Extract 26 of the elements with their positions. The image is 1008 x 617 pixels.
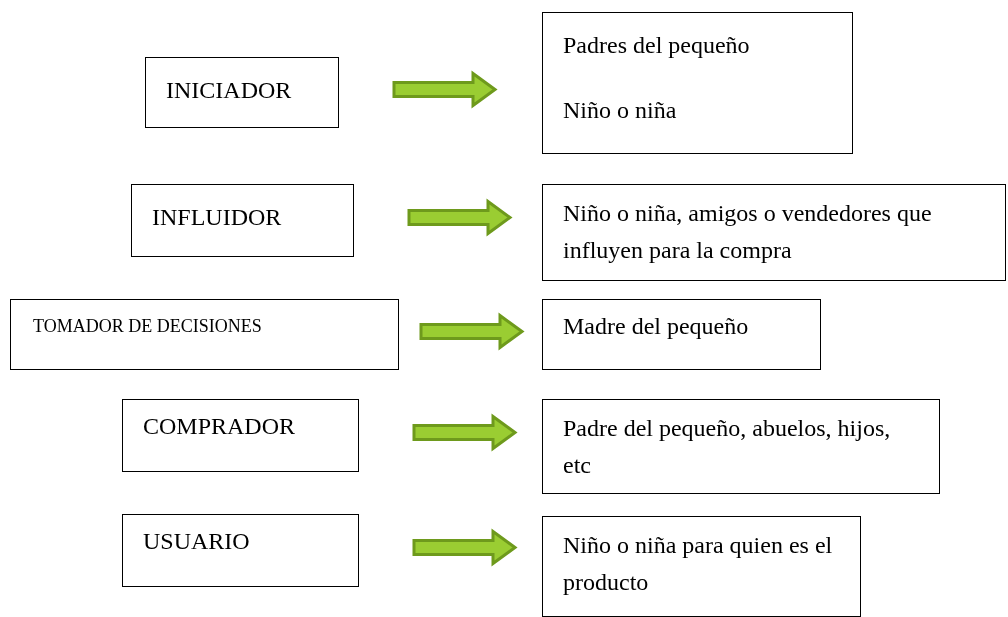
node-text: USUARIO: [143, 527, 251, 556]
node-text: TOMADOR DE DECISIONES: [33, 315, 263, 338]
node-text: Padre del pequeño, abuelos, hijos, etc: [563, 414, 892, 480]
text-box: [10, 299, 399, 370]
node-text: Niño o niña para quien es el producto: [563, 531, 833, 597]
text-box: [542, 516, 861, 617]
text-box: [145, 57, 339, 128]
node-text: Niño o niña: [563, 96, 678, 125]
text-box: [122, 514, 359, 587]
text-box: [542, 299, 821, 370]
block-arrow: [392, 70, 498, 109]
text-box: [542, 184, 1006, 281]
text-box: [542, 12, 853, 154]
text-box: [131, 184, 354, 257]
node-text: INICIADOR: [166, 76, 293, 105]
text-box: [122, 399, 359, 472]
block-arrow: [412, 528, 518, 567]
node-text: INFLUIDOR: [152, 203, 283, 232]
block-arrow: [419, 312, 525, 351]
node-text: Niño o niña, amigos o vendedores que influyen para la compra: [563, 199, 933, 265]
text-box: [542, 399, 940, 494]
block-arrow: [407, 198, 513, 237]
node-text: Madre del pequeño: [563, 312, 750, 341]
node-text: Padres del pequeño: [563, 31, 751, 60]
block-arrow: [412, 413, 518, 452]
node-text: COMPRADOR: [143, 412, 297, 441]
